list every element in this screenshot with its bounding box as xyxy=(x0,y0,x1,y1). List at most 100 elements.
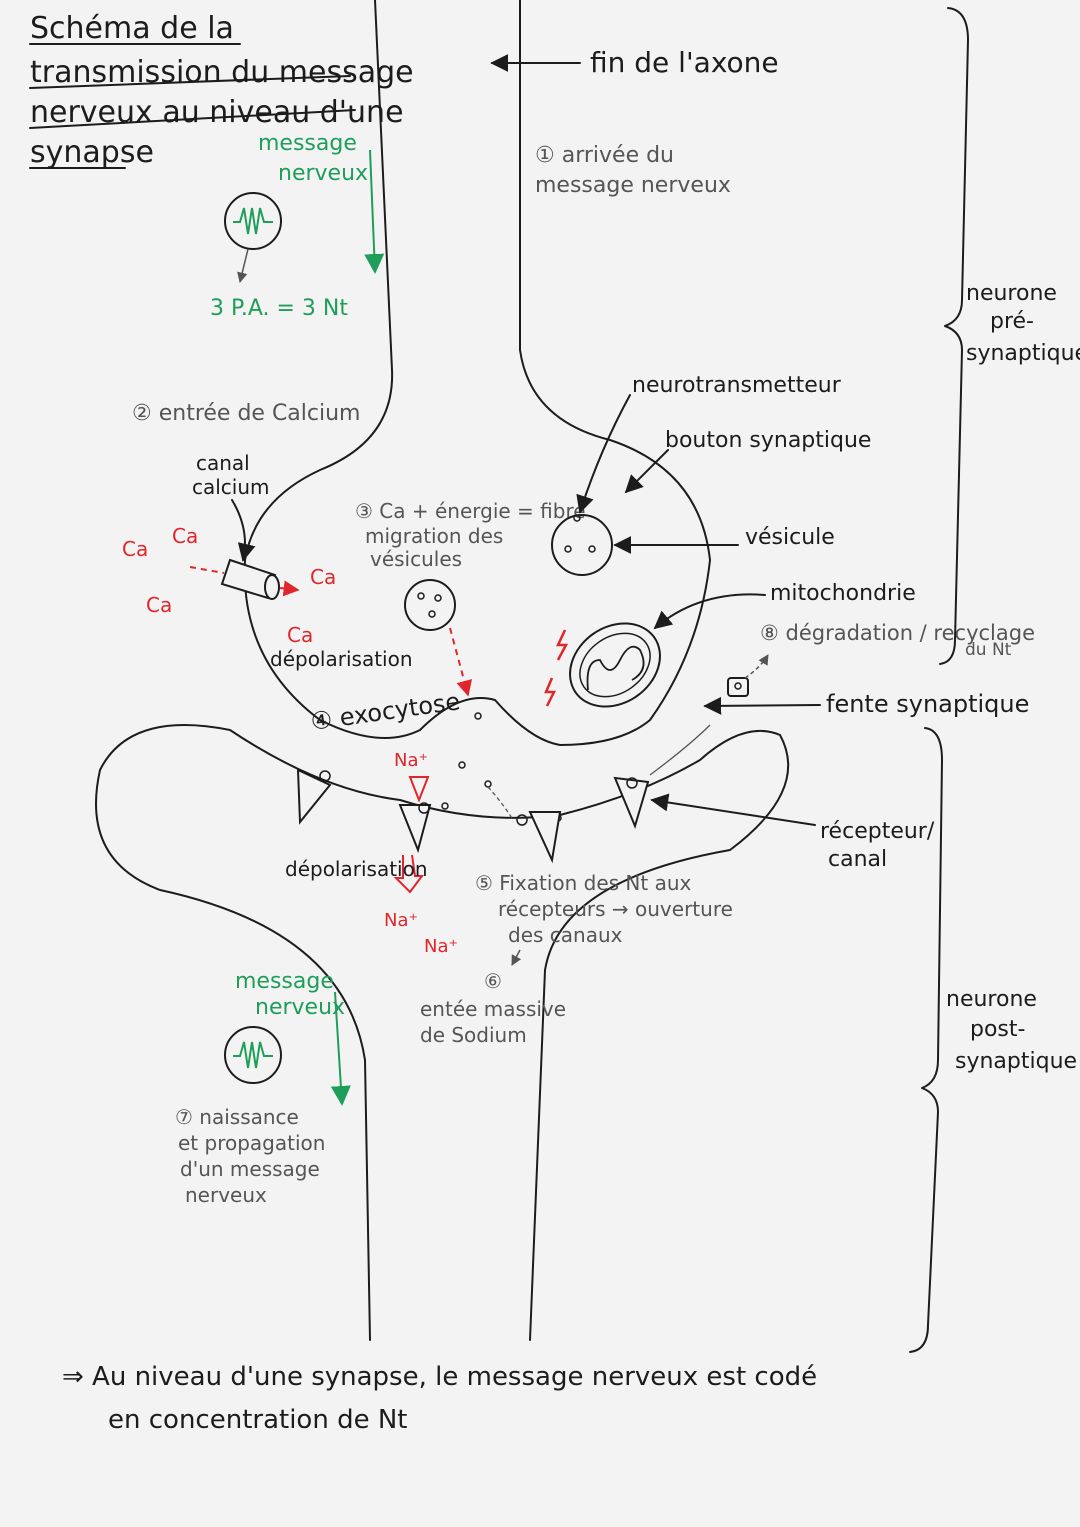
mitochondria-icon xyxy=(569,622,661,708)
pa-pointer xyxy=(237,248,249,284)
receptor-label-1: récepteur/ xyxy=(820,819,935,844)
receptor-2 xyxy=(398,802,432,854)
title-underline-2 xyxy=(29,75,351,89)
presynaptic-label-3: synaptique xyxy=(966,341,1080,366)
calcium-channel-label-1: canal xyxy=(196,451,250,475)
nt-diffusion-trace xyxy=(487,786,513,819)
nerve-message-bottom: message nerveux xyxy=(224,969,351,1106)
mitochondria-pointer xyxy=(653,593,766,630)
svg-text:⑦ naissance: ⑦ naissance xyxy=(175,1105,299,1129)
calcium-channel-pointer xyxy=(231,499,256,562)
ca-ion-2: Ca xyxy=(172,524,198,548)
energy-bolt-icon-1 xyxy=(556,629,569,661)
receptor-3 xyxy=(516,811,562,864)
title-line-2: transmission du message xyxy=(30,55,414,90)
receptor-4 xyxy=(613,776,650,829)
depolarisation-top-label: dépolarisation xyxy=(270,647,413,671)
depolarisation-bottom-label: dépolarisation xyxy=(285,857,428,881)
svg-text:message: message xyxy=(258,131,357,156)
svg-text:et propagation: et propagation xyxy=(178,1131,325,1155)
postsynaptic-membrane xyxy=(95,724,790,1341)
title-line-4: synapse xyxy=(30,135,154,170)
na-ion-bottom-1: Na⁺ xyxy=(384,910,418,931)
step-1-label: ① arrivée du message nerveux xyxy=(535,143,731,198)
svg-text:nerveux: nerveux xyxy=(278,161,368,186)
svg-text:récepteurs → ouverture: récepteurs → ouverture xyxy=(498,897,733,921)
conclusion: ⇒ Au niveau d'une synapse, le message ne… xyxy=(62,1362,817,1435)
presynaptic-label-1: neurone xyxy=(966,281,1057,306)
svg-text:⑤ Fixation des Nt aux: ⑤ Fixation des Nt aux xyxy=(475,871,692,895)
vesicle-icon xyxy=(551,514,613,576)
recycling-icon xyxy=(727,677,749,697)
svg-text:vésicules: vésicules xyxy=(370,547,462,571)
svg-text:de Sodium: de Sodium xyxy=(420,1023,527,1047)
vesicle-label: vésicule xyxy=(745,525,835,550)
svg-text:nerveux: nerveux xyxy=(255,995,345,1020)
calcium-flow-out xyxy=(279,580,300,597)
svg-text:⑧ dégradation / recyclage: ⑧ dégradation / recyclage xyxy=(760,621,1035,645)
receptor-1 xyxy=(296,768,332,825)
neurotransmitter-label: neurotransmetteur xyxy=(632,373,842,398)
nerve-message-arrow-top xyxy=(364,149,385,274)
synaptic-cleft-label: fente synaptique xyxy=(826,690,1029,718)
na-ion-bottom-2: Na⁺ xyxy=(424,936,458,957)
step-2-label: ② entrée de Calcium xyxy=(132,401,360,426)
receptor-pointer xyxy=(650,793,816,826)
ca-ion-5: Ca xyxy=(287,623,313,647)
ca-ion-1: Ca xyxy=(122,537,148,561)
conclusion-line-2: en concentration de Nt xyxy=(108,1405,407,1435)
calcium-channel-icon xyxy=(220,558,280,600)
step-5-label: ⑤ Fixation des Nt aux récepteurs → ouver… xyxy=(475,871,733,947)
energy-bolt-icon-2 xyxy=(544,677,557,707)
na-entry-arrow-top xyxy=(408,776,430,803)
calcium-channel-label-2: calcium xyxy=(192,475,270,499)
svg-text:⑥: ⑥ xyxy=(484,969,502,993)
synaptic-bouton-pointer xyxy=(624,449,669,494)
synaptic-bouton-label: bouton synaptique xyxy=(665,428,871,453)
step-3-label: ③ Ca + énergie = fibre migration des vés… xyxy=(355,499,586,571)
postsynaptic-label-3: synaptique xyxy=(955,1049,1077,1074)
svg-text:d'un message: d'un message xyxy=(180,1157,320,1181)
svg-text:entée massive: entée massive xyxy=(420,997,566,1021)
recycling-arrow xyxy=(744,654,769,679)
spike-trace-icon-bottom xyxy=(233,1041,273,1069)
presynaptic-brace xyxy=(939,7,969,665)
migrating-vesicle xyxy=(404,579,456,631)
mitochondria-label: mitochondrie xyxy=(770,581,916,606)
svg-text:nerveux: nerveux xyxy=(185,1183,267,1207)
pa-equation: 3 P.A. = 3 Nt xyxy=(210,296,348,321)
conclusion-line-1: ⇒ Au niveau d'une synapse, le message ne… xyxy=(62,1362,817,1392)
postsynaptic-label-2: post- xyxy=(970,1017,1025,1042)
svg-text:③ Ca + énergie = fibre: ③ Ca + énergie = fibre xyxy=(355,499,586,523)
na-ion-top: Na⁺ xyxy=(394,750,428,771)
step-6-label: ⑥ entée massive de Sodium xyxy=(420,969,566,1047)
presynaptic-membrane xyxy=(243,0,711,746)
neurotransmitter-pointer xyxy=(576,394,631,514)
svg-text:du Nt: du Nt xyxy=(965,640,1012,660)
axon-end-label: fin de l'axone xyxy=(590,46,779,79)
nerve-message-arrow-bottom xyxy=(330,991,351,1106)
released-neurotransmitters xyxy=(441,712,562,822)
ca-ion-3: Ca xyxy=(146,593,172,617)
nerve-message-top: message nerveux 3 P.A. = 3 Nt xyxy=(210,131,385,321)
action-potential-icon-bottom xyxy=(224,1026,282,1084)
svg-text:① arrivée du: ① arrivée du xyxy=(535,143,674,168)
page-title: Schéma de la transmission du message ner… xyxy=(29,11,414,170)
svg-text:migration des: migration des xyxy=(365,524,503,548)
svg-text:des canaux: des canaux xyxy=(508,923,623,947)
step-4-label: ④ exocytose xyxy=(309,687,462,736)
step-5-arrow xyxy=(511,949,522,966)
action-potential-icon xyxy=(224,192,282,250)
presynaptic-label-2: pré- xyxy=(990,309,1034,334)
ca-ion-4: Ca xyxy=(310,565,336,589)
title-line-1: Schéma de la xyxy=(30,11,234,46)
nt-release-trace xyxy=(649,724,711,776)
synaptic-cleft-pointer xyxy=(703,696,821,715)
na-entry-arrow-bottom xyxy=(393,854,424,894)
svg-text:message nerveux: message nerveux xyxy=(535,173,731,198)
svg-text:message: message xyxy=(235,969,334,994)
spike-trace-icon xyxy=(233,207,273,235)
postsynaptic-label-1: neurone xyxy=(946,987,1037,1012)
receptor-label-2: canal xyxy=(828,847,887,872)
